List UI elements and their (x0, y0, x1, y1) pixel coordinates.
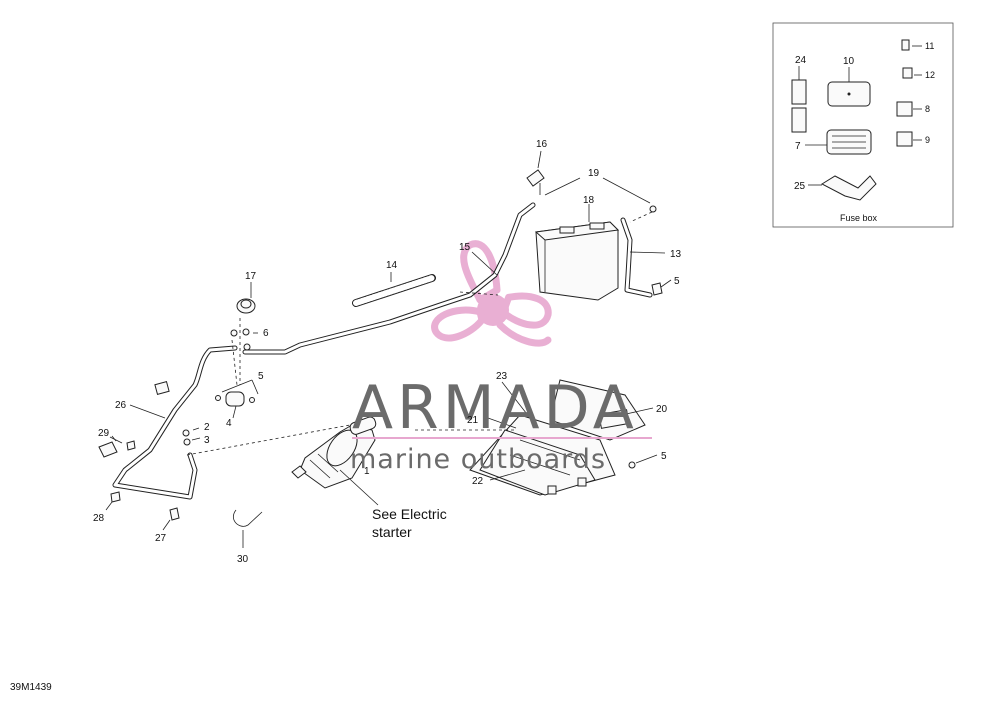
relay-part (215, 379, 259, 407)
callout-5-battery: 5 (674, 276, 680, 287)
reference-code: 39M1439 (10, 682, 52, 693)
screw-parts (110, 491, 180, 521)
callout-17: 17 (245, 271, 257, 282)
callout-2: 2 (204, 422, 210, 433)
callout-11: 11 (925, 41, 934, 51)
starter-motor-icon (291, 416, 377, 489)
watermark-tagline: marine outboards (350, 444, 606, 475)
terminal-cap-part (526, 169, 545, 187)
callout-3: 3 (204, 435, 210, 446)
watermark-brand: ARMADA (352, 373, 638, 443)
callout-22: 22 (472, 476, 484, 487)
callout-20: 20 (656, 404, 668, 415)
callout-29: 29 (98, 428, 110, 439)
battery-tray-icon (469, 379, 646, 496)
callout-4: 4 (226, 418, 232, 429)
ground-cable-part (232, 509, 263, 527)
wiring-harness (112, 202, 653, 500)
propeller-logo-icon (431, 240, 552, 347)
callout-12: 12 (925, 70, 935, 80)
callout-25: 25 (794, 181, 806, 192)
nut-parts (230, 318, 251, 386)
callout-9: 9 (925, 135, 930, 145)
callout-labels: 1 2 3 4 5 5 5 6 13 14 15 16 17 18 19 20 … (93, 139, 682, 565)
fuse-box-inset: 24 10 11 12 8 9 7 25 Fuse box (772, 22, 954, 228)
battery-icon (534, 221, 620, 301)
callout-26: 26 (115, 400, 127, 411)
note-line-1: See Electric (372, 506, 447, 522)
callout-8: 8 (925, 104, 930, 114)
callout-16: 16 (536, 139, 548, 150)
callout-24: 24 (795, 55, 807, 66)
callout-23: 23 (496, 371, 508, 382)
callout-13: 13 (670, 249, 682, 260)
callout-6: 6 (263, 328, 269, 339)
note-line-2: starter (372, 524, 412, 540)
callout-19: 19 (588, 168, 600, 179)
boot-part (236, 298, 256, 314)
callout-10: 10 (843, 56, 855, 67)
callout-1: 1 (364, 466, 370, 477)
callout-30: 30 (237, 554, 249, 565)
fuse-box-title: Fuse box (840, 213, 878, 223)
callout-5-relay: 5 (258, 371, 264, 382)
callout-28: 28 (93, 513, 105, 524)
callout-27: 27 (155, 533, 167, 544)
conduit-part (352, 274, 436, 307)
callout-15: 15 (459, 242, 471, 253)
bracket-part (98, 436, 136, 458)
callout-7: 7 (795, 141, 801, 152)
callout-14: 14 (386, 260, 398, 271)
callout-21: 21 (467, 415, 479, 426)
callout-18: 18 (583, 195, 595, 206)
callout-5-tray: 5 (661, 451, 667, 462)
leader-lines (105, 150, 672, 548)
